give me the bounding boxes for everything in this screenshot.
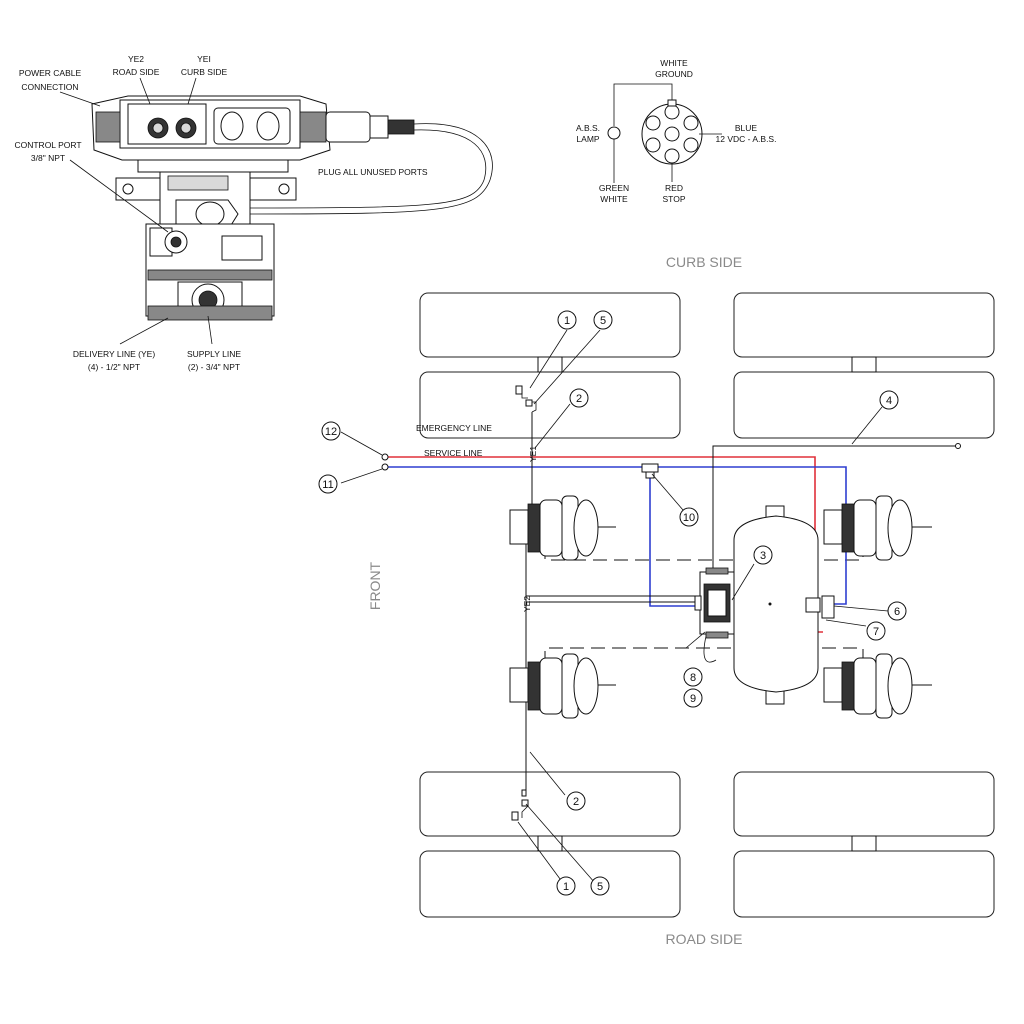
- svg-text:2: 2: [576, 393, 582, 405]
- callout-1-bottom: 1: [556, 876, 576, 896]
- brake-chamber-rear-road: [823, 653, 932, 719]
- svg-text:3: 3: [760, 550, 766, 562]
- brake-chamber-front-road: [509, 653, 616, 719]
- seven-way-connector-diagram: WHITE GROUND A.B.S. LAMP BLUE 12 VDC - A…: [576, 58, 777, 204]
- tire-curb-front-outer: [419, 292, 681, 358]
- callout-4: 4: [879, 390, 899, 410]
- tires: [419, 292, 995, 918]
- white-ground-label-2: GROUND: [655, 69, 693, 79]
- service-line-label: SERVICE LINE: [424, 448, 483, 458]
- callout-bubbles: 1 5 2 4 12 11 10 3 6 7 8 9 2 1 5: [318, 310, 907, 896]
- svg-text:9: 9: [690, 693, 696, 705]
- callout-3: 3: [753, 545, 773, 565]
- callout-5-top: 5: [593, 310, 613, 330]
- service-branch: [649, 467, 700, 607]
- svg-text:1: 1: [563, 881, 569, 893]
- green-white-label-2: WHITE: [600, 194, 628, 204]
- blue-abs-label-1: BLUE: [735, 123, 758, 133]
- abs-lamp-label-2: LAMP: [576, 134, 599, 144]
- front-label: FRONT: [367, 561, 383, 610]
- svg-text:11: 11: [322, 479, 333, 491]
- delivery-line-label-1: DELIVERY LINE (YE): [73, 349, 156, 359]
- delivery-line-label-2: (4) - 1/2" NPT: [88, 362, 140, 372]
- callout-9: 9: [683, 688, 703, 708]
- line-labels: EMERGENCY LINE SERVICE LINE YE1 YE2: [416, 423, 538, 612]
- svg-text:7: 7: [873, 626, 879, 638]
- svg-text:10: 10: [683, 512, 695, 524]
- svg-text:2: 2: [573, 796, 579, 808]
- emergency-line-label: EMERGENCY LINE: [416, 423, 492, 433]
- svg-text:5: 5: [597, 881, 603, 893]
- callout-7: 7: [866, 621, 886, 641]
- ye2-label-2: ROAD SIDE: [113, 67, 160, 77]
- callout-6: 6: [887, 601, 907, 621]
- callout-2-bottom: 2: [566, 791, 586, 811]
- callout-leaders: [517, 329, 889, 884]
- red-stop-label-1: RED: [665, 183, 683, 193]
- callout-10: 10: [679, 507, 699, 527]
- ye2-tag: YE2: [522, 596, 532, 612]
- air-reservoir-tank: [733, 505, 835, 705]
- power-cable-label-2: CONNECTION: [21, 82, 78, 92]
- green-white-label-1: GREEN: [599, 183, 629, 193]
- tire-road-front-outer: [419, 850, 681, 918]
- abs-valve-assembly: [59, 77, 493, 345]
- supply-line-label-2: (2) - 3/4" NPT: [188, 362, 240, 372]
- plug-unused-ports-note: PLUG ALL UNUSED PORTS: [318, 167, 428, 177]
- svg-text:1: 1: [564, 315, 570, 327]
- svg-text:6: 6: [894, 606, 900, 618]
- curb-side-label: CURB SIDE: [666, 254, 742, 270]
- brake-chambers: [509, 495, 932, 719]
- ye1-label-2: CURB SIDE: [181, 67, 228, 77]
- tire-curb-rear-inner: [733, 371, 995, 439]
- tire-road-front-inner: [419, 771, 681, 837]
- control-port-label-2: 3/8" NPT: [31, 153, 65, 163]
- callout-1-top: 1: [557, 310, 577, 330]
- callout-12: 12: [321, 421, 341, 441]
- callout-2-top: 2: [569, 388, 589, 408]
- control-port-label-1: CONTROL PORT: [14, 140, 81, 150]
- valve-callouts: POWER CABLE CONNECTION YE2 ROAD SIDE YEI…: [14, 54, 427, 372]
- abs-lamp-icon: [607, 126, 621, 140]
- service-tee-fitting: [641, 463, 659, 479]
- wheel-sensors: [511, 385, 537, 821]
- power-cable-label-1: POWER CABLE: [19, 68, 82, 78]
- callout-8: 8: [683, 667, 703, 687]
- blue-abs-label-2: 12 VDC - A.B.S.: [716, 134, 777, 144]
- supply-line-label-1: SUPPLY LINE: [187, 349, 241, 359]
- tire-curb-rear-outer: [733, 292, 995, 358]
- power-cable-line: [712, 445, 956, 590]
- white-ground-label-1: WHITE: [660, 58, 688, 68]
- brake-chamber-rear-curb: [823, 495, 932, 561]
- road-side-label: ROAD SIDE: [665, 931, 742, 947]
- ye1-tag: YE1: [528, 446, 538, 462]
- abs-lamp-label-1: A.B.S.: [576, 123, 600, 133]
- red-stop-label-2: STOP: [663, 194, 686, 204]
- brake-chamber-front-curb: [509, 495, 616, 561]
- tire-road-rear-inner: [733, 771, 995, 837]
- svg-text:5: 5: [600, 315, 606, 327]
- ye2-label-1: YE2: [128, 54, 144, 64]
- abs-modulator-valve: [694, 567, 735, 639]
- svg-text:12: 12: [325, 426, 337, 438]
- svg-text:8: 8: [690, 672, 696, 684]
- tire-road-rear-outer: [733, 850, 995, 918]
- svg-text:4: 4: [886, 395, 892, 407]
- ye1-label-1: YEI: [197, 54, 211, 64]
- callout-11: 11: [318, 474, 338, 494]
- callout-5-bottom: 5: [590, 876, 610, 896]
